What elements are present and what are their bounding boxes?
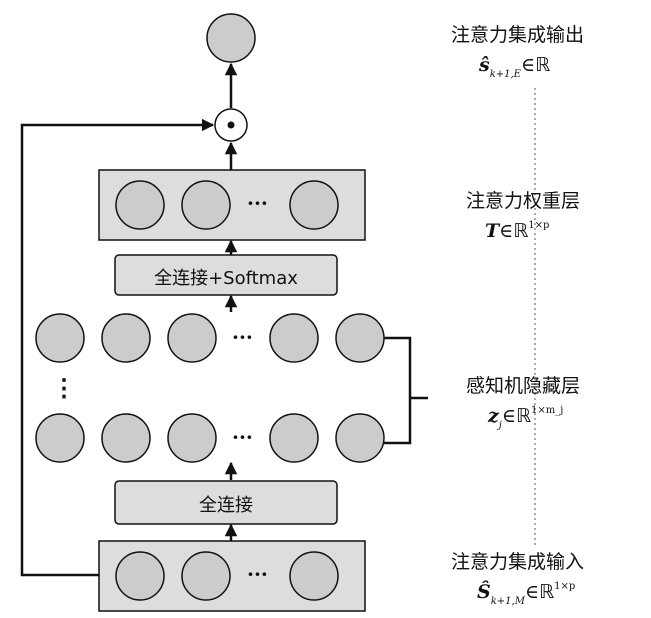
hidden-top-ellipsis: ··· — [232, 325, 253, 349]
weight-layer-formula: T∈ℝ1×p — [485, 220, 550, 242]
hidden-node — [269, 313, 319, 363]
hidden-node — [35, 413, 85, 463]
input-layer-title: 注意力集成输入 — [451, 551, 585, 573]
hidden-node — [35, 313, 85, 363]
skip-connection-line — [20, 118, 215, 577]
output-node — [206, 13, 256, 63]
hidden-node — [269, 413, 319, 463]
input-node — [115, 551, 165, 601]
hidden-layer-formula: zj∈ℝ1×m_j — [488, 405, 564, 431]
input-ellipsis: ··· — [247, 562, 268, 586]
input-layer-formula: Ŝk+1,M∈ℝ1×p — [477, 581, 576, 607]
output-layer-title: 注意力集成输出 — [451, 24, 585, 46]
hidden-node — [167, 313, 217, 363]
hidden-layer-bracket — [384, 336, 412, 445]
hidden-node — [167, 413, 217, 463]
hidden-node — [101, 313, 151, 363]
hidden-node — [101, 413, 151, 463]
output-layer-formula: ŝk+1,E∈ℝ — [479, 54, 551, 80]
input-node — [289, 551, 339, 601]
weight-ellipsis: ··· — [247, 191, 268, 215]
hidden-node — [335, 413, 385, 463]
weight-node — [115, 180, 165, 230]
hadamard-dot — [227, 121, 235, 129]
input-node — [181, 551, 231, 601]
hidden-node — [335, 313, 385, 363]
fc-label: 全连接 — [199, 495, 253, 516]
fc-softmax-label: 全连接+Softmax — [154, 268, 298, 289]
weight-node — [181, 180, 231, 230]
hidden-bottom-ellipsis: ··· — [232, 425, 253, 449]
weight-layer-title: 注意力权重层 — [466, 190, 581, 212]
weight-node — [289, 180, 339, 230]
hidden-layer-title: 感知机隐藏层 — [466, 375, 581, 397]
hidden-vertical-ellipsis: ⋮ — [52, 373, 76, 402]
